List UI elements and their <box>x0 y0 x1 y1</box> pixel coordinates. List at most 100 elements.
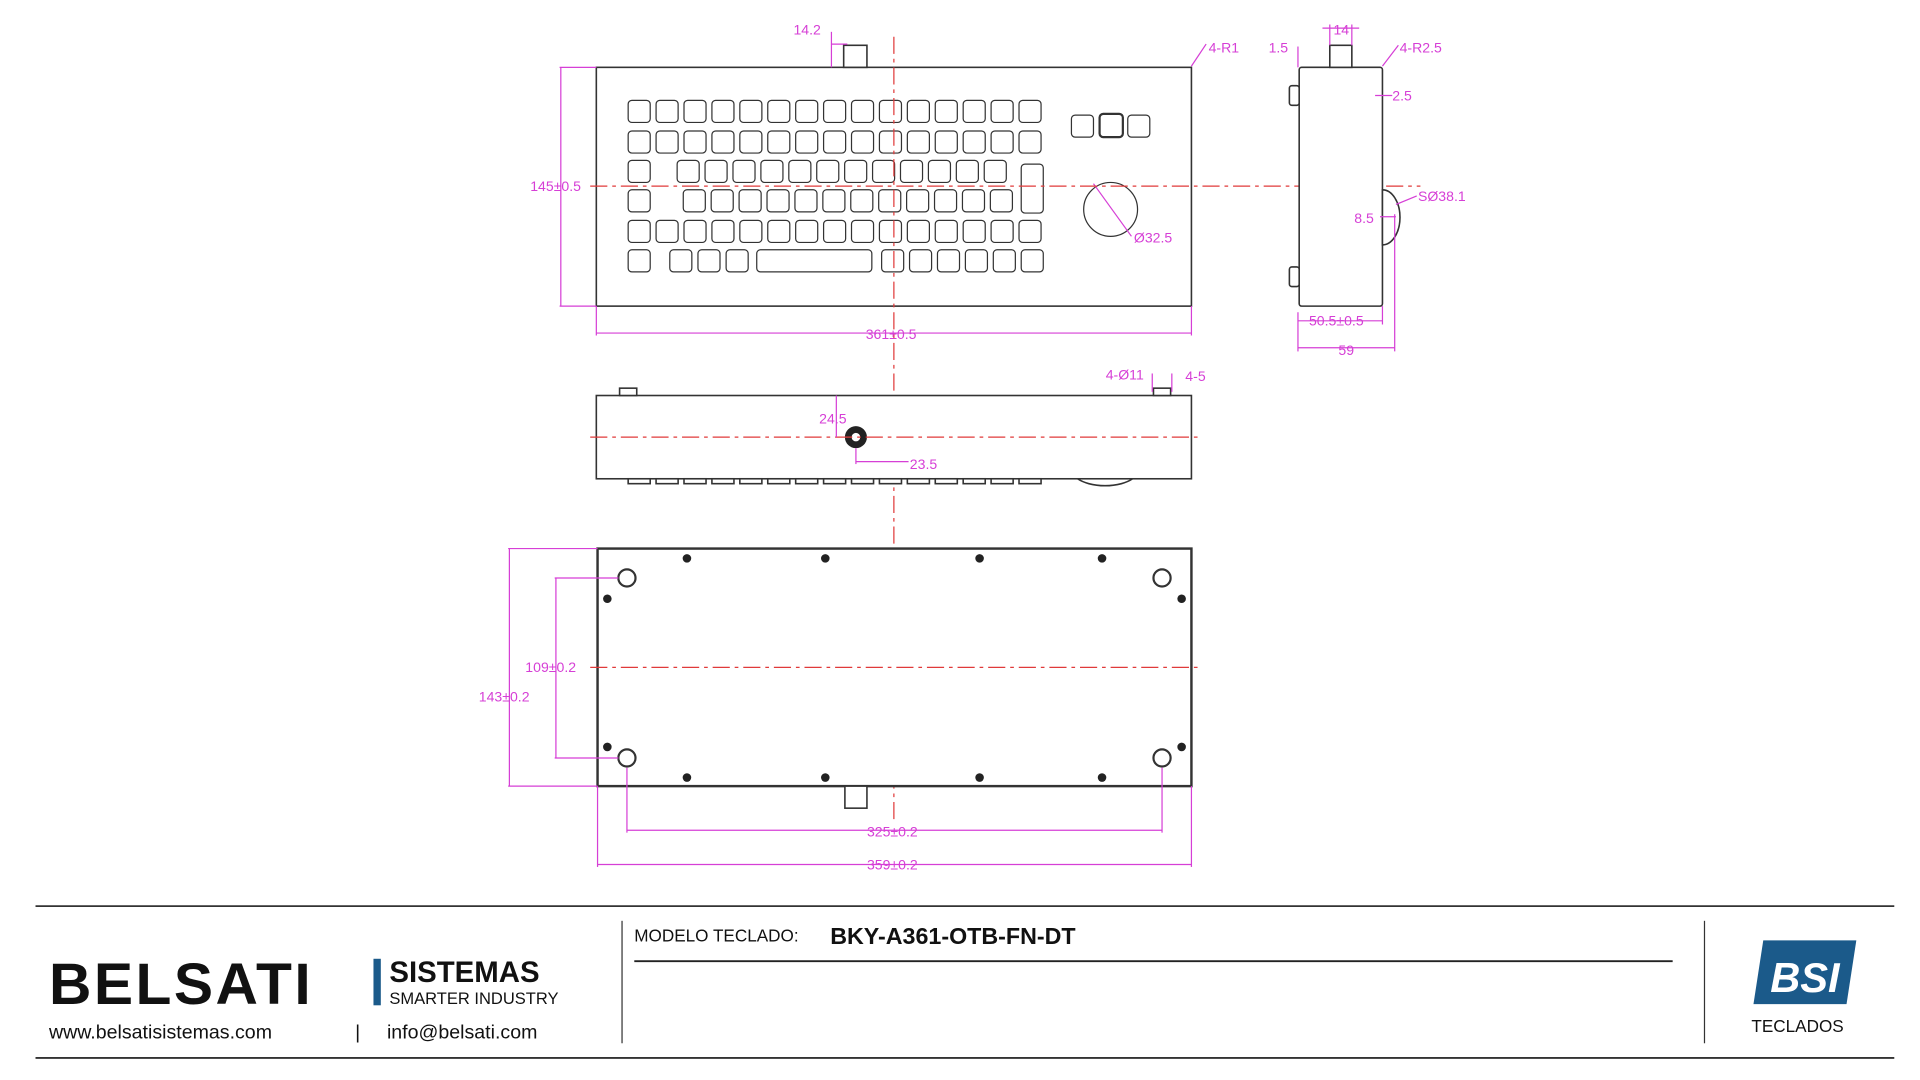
key <box>992 249 1016 273</box>
model-value: BKY-A361-OTB-FN-DT <box>830 923 1075 949</box>
key <box>908 249 933 273</box>
key <box>850 219 875 244</box>
front-key <box>627 477 651 485</box>
screw <box>821 554 830 563</box>
dim-ball-sphere: SØ38.1 <box>1418 188 1466 204</box>
key <box>739 219 763 244</box>
key <box>934 219 958 244</box>
key <box>1018 130 1042 154</box>
key <box>990 130 1014 154</box>
key <box>878 99 903 124</box>
key <box>962 219 986 244</box>
key <box>816 159 840 184</box>
dim-side-radius: 4-R2.5 <box>1400 40 1442 56</box>
dim-width: 361±0.5 <box>866 326 917 342</box>
key <box>844 159 868 184</box>
bsi-logo-text: BSI <box>1770 954 1841 1001</box>
front-key <box>850 477 875 485</box>
key <box>1018 219 1042 244</box>
dim-trackball: Ø32.5 <box>1134 229 1173 245</box>
key <box>711 219 735 244</box>
key <box>962 99 986 124</box>
key-space <box>756 249 873 273</box>
key <box>627 189 651 213</box>
key <box>739 130 763 154</box>
screw <box>975 773 984 782</box>
dim-feet: 4-Ø11 <box>1106 367 1144 383</box>
front-key <box>878 477 903 485</box>
front-key <box>1018 477 1042 485</box>
screw <box>1177 742 1186 752</box>
front-key <box>990 477 1014 485</box>
key <box>1020 249 1044 273</box>
key <box>627 219 651 244</box>
dim-hole-spacing-v: 109±0.2 <box>525 659 576 675</box>
dim-cable-offset: 23.5 <box>910 456 938 472</box>
key <box>683 130 707 154</box>
dim-side-offset: 1.5 <box>1269 40 1289 56</box>
side-connector <box>1329 44 1353 69</box>
key <box>795 130 819 154</box>
key <box>990 99 1014 124</box>
key <box>739 99 763 124</box>
dim-ball-protrusion: 8.5 <box>1354 210 1374 226</box>
key <box>683 219 707 244</box>
key <box>795 99 819 124</box>
dim-side-connector: 14 <box>1333 21 1349 37</box>
key <box>983 159 1007 184</box>
bsi-logo: BSI <box>1753 940 1857 1005</box>
key <box>738 189 762 213</box>
dim-hole-spacing-h: 325±0.2 <box>867 823 918 839</box>
key <box>881 249 905 273</box>
key <box>682 189 706 213</box>
screw <box>603 594 612 604</box>
key <box>795 219 819 244</box>
key <box>655 99 679 124</box>
key <box>933 189 958 213</box>
category-label: TECLADOS <box>1751 1016 1843 1036</box>
front-key <box>739 477 763 485</box>
key <box>766 189 790 213</box>
screw <box>821 773 830 782</box>
key <box>934 130 958 154</box>
model-label: MODELO TECLADO: <box>634 926 798 946</box>
bottom-connector <box>844 785 868 809</box>
screw <box>1097 554 1107 563</box>
screw <box>682 554 692 563</box>
title-block: BELSATI SISTEMAS SMARTER INDUSTRY www.be… <box>35 905 1895 1059</box>
key-grid <box>627 99 1044 273</box>
key <box>822 219 847 244</box>
key <box>697 249 721 273</box>
key <box>906 189 930 213</box>
website-link[interactable]: www.belsatisistemas.com <box>48 1021 272 1043</box>
key <box>732 159 756 184</box>
key <box>871 159 896 184</box>
side-outline <box>1298 66 1384 307</box>
key <box>788 159 812 184</box>
key <box>927 159 952 184</box>
front-key <box>655 477 679 485</box>
mouse-button-left <box>1070 114 1095 138</box>
dim-cable-height: 24.5 <box>819 411 847 427</box>
brand-sub-sistemas: SISTEMAS <box>389 956 539 989</box>
screw <box>1097 773 1107 782</box>
separator: | <box>355 1021 360 1043</box>
key <box>906 219 930 244</box>
key <box>906 130 930 154</box>
key <box>627 130 651 154</box>
screw <box>975 554 984 563</box>
key <box>964 249 989 273</box>
dim-side-key-height: 2.5 <box>1392 87 1412 103</box>
key <box>955 159 979 184</box>
side-view: 50.5±0.5 59 1.5 14 4-R2.5 2.5 SØ38.1 8.5 <box>1269 21 1466 358</box>
key <box>676 159 700 184</box>
front-key <box>766 477 791 485</box>
trackball <box>1083 181 1139 237</box>
key <box>711 130 735 154</box>
key <box>760 159 784 184</box>
key <box>725 249 749 273</box>
front-key <box>822 477 847 485</box>
key <box>961 189 986 213</box>
email-link[interactable]: info@belsati.com <box>387 1021 537 1043</box>
